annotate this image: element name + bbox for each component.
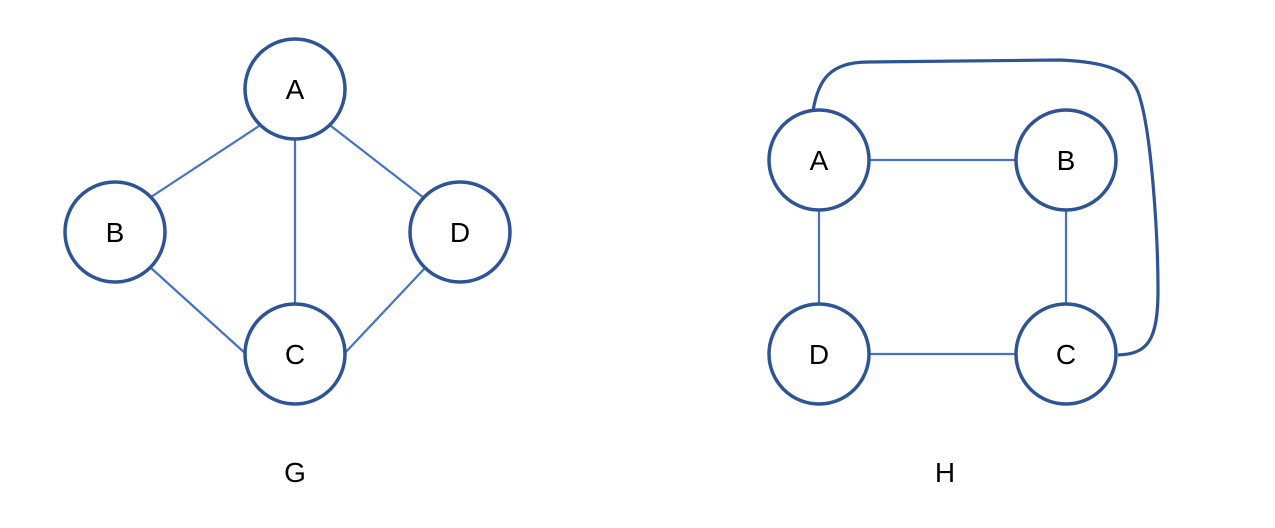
edge-g-a-b: [150, 125, 260, 198]
node-label: A: [810, 145, 829, 176]
node-label: D: [809, 339, 829, 370]
edge-g-d-c: [343, 267, 426, 355]
node-label: D: [450, 217, 470, 248]
edge-g-a-d: [330, 125, 425, 199]
node-h-a: A: [767, 108, 871, 212]
edge-h-a-c: [811, 58, 1160, 357]
edge-g-b-c: [150, 267, 247, 355]
node-label: C: [1056, 339, 1076, 370]
graph-h: A B C D H: [767, 58, 1160, 488]
node-label: C: [285, 339, 305, 370]
graph-g: A B C D G: [63, 37, 512, 488]
node-g-b: B: [63, 180, 167, 284]
node-label: B: [1057, 145, 1076, 176]
node-label: B: [106, 217, 125, 248]
node-g-a: A: [243, 37, 347, 141]
node-g-d: D: [408, 180, 512, 284]
node-g-c: C: [243, 302, 347, 406]
node-h-d: D: [767, 302, 871, 406]
node-label: A: [286, 74, 305, 105]
node-h-c: C: [1014, 302, 1118, 406]
graph-caption-h: H: [935, 457, 955, 488]
graph-caption-g: G: [284, 457, 306, 488]
node-h-b: B: [1014, 108, 1118, 212]
